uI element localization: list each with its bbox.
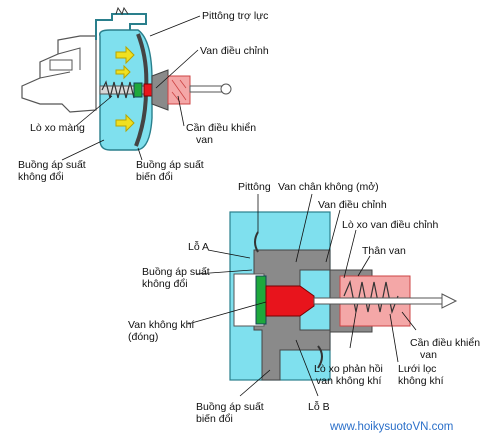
label-bottom-rod-1: Cần điều khiển bbox=[410, 337, 480, 349]
vacuum-hose bbox=[95, 13, 147, 40]
label-top-diaphragm-spring: Lò xo màng bbox=[30, 122, 85, 134]
label-bottom-const-1: Buồng áp suất bbox=[142, 266, 210, 278]
label-bottom-rod-2: van bbox=[420, 349, 437, 361]
label-bottom-var-2: biến đổi bbox=[196, 413, 233, 425]
label-bottom-air-valve-1: Van không khí bbox=[128, 319, 194, 331]
control-valve-spring bbox=[343, 279, 399, 315]
air-valve-green bbox=[255, 275, 267, 325]
bottom-diagram: Pittông Van chân không (mở) Van điều chỉ… bbox=[128, 181, 480, 425]
label-top-piston: Pittông trợ lực bbox=[202, 10, 268, 22]
top-diagram: Pittông trợ lực Van điều chỉnh Lò xo màn… bbox=[18, 6, 269, 183]
label-bottom-filter-2: không khí bbox=[398, 375, 444, 387]
arrow-right-icon bbox=[115, 45, 135, 65]
label-bottom-air-valve-2: (đóng) bbox=[128, 331, 158, 343]
label-bottom-hole-b: Lỗ B bbox=[308, 400, 330, 413]
label-bottom-hole-a: Lỗ A bbox=[188, 240, 209, 253]
piston-green bbox=[133, 82, 143, 98]
diaphragm-spring bbox=[101, 80, 135, 99]
label-bottom-var-1: Buồng áp suất bbox=[196, 401, 264, 413]
watermark[interactable]: www.hoikysuotoVN.com bbox=[329, 421, 453, 433]
label-bottom-control-valve: Van điều chỉnh bbox=[318, 199, 387, 211]
label-bottom-const-2: không đổi bbox=[142, 278, 188, 290]
label-top-rod-2: van bbox=[196, 134, 213, 146]
label-top-control-valve: Van điều chỉnh bbox=[200, 45, 269, 57]
arrow-right-icon bbox=[115, 113, 135, 133]
label-top-rod-1: Cần điều khiển bbox=[186, 122, 256, 134]
label-top-var-2: biến đổi bbox=[136, 171, 173, 183]
label-bottom-valve-spring: Lò xo van điều chỉnh bbox=[342, 219, 438, 231]
label-bottom-filter-1: Lưới lọc bbox=[398, 363, 436, 375]
label-top-const-1: Buồng áp suất bbox=[18, 159, 86, 171]
label-bottom-react-1: Lò xo phản hồi bbox=[314, 363, 383, 375]
label-bottom-valve-body: Thân van bbox=[362, 245, 406, 257]
air-valve-red bbox=[265, 285, 315, 317]
arrow-right-icon bbox=[115, 64, 131, 80]
label-bottom-vac-valve: Van chân không (mở) bbox=[278, 181, 379, 193]
label-bottom-react-2: van không khí bbox=[316, 375, 381, 387]
air-flow-arrow-icon bbox=[441, 293, 458, 309]
label-top-const-2: không đổi bbox=[18, 171, 64, 183]
label-top-var-1: Buồng áp suất bbox=[136, 159, 204, 171]
label-bottom-piston: Pittông bbox=[238, 181, 271, 193]
